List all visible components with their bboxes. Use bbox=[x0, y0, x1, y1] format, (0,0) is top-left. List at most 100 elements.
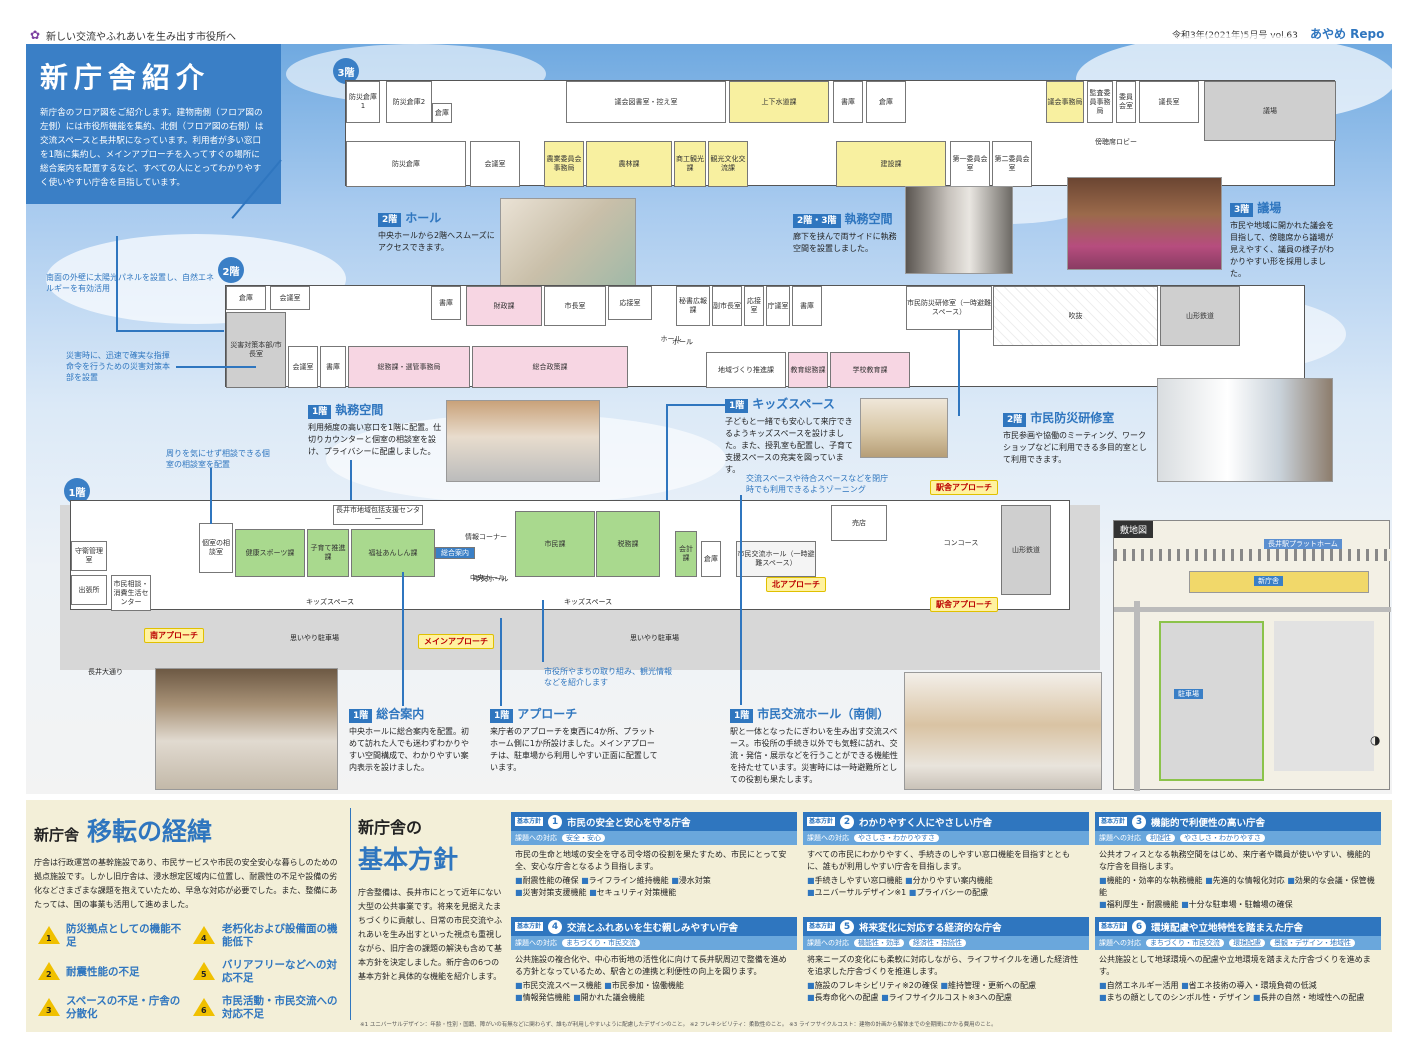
room-3f: 防災倉庫2 bbox=[386, 81, 432, 123]
room-3f: 会議室 bbox=[470, 141, 520, 187]
issue-num-4: 4 bbox=[201, 934, 207, 943]
room-1f: 中央ホール bbox=[473, 574, 509, 583]
south-approach: 南アプローチ bbox=[144, 628, 204, 643]
room-2f: 会議室 bbox=[270, 286, 310, 310]
room-2f: 災害対策本部/市長室 bbox=[226, 312, 286, 388]
issue-icon-2 bbox=[38, 962, 60, 980]
room-2f: 倉庫 bbox=[226, 286, 266, 310]
history-title: 移転の経緯 bbox=[87, 817, 213, 846]
intro-text: 新庁舎のフロア図をご紹介します。建物南側（フロア図の左側）には市役所機能を集約、… bbox=[40, 108, 264, 188]
issue-2: 耐震性能の不足 bbox=[66, 966, 140, 978]
room-1f: 市民交流ホール（一時避難スペース） bbox=[736, 541, 816, 577]
east-approach-1: 駅舎アプローチ bbox=[930, 480, 998, 495]
room-3f: 防災倉庫 bbox=[346, 141, 466, 187]
room-2f: 吹抜 bbox=[993, 286, 1158, 346]
label-hall-2f: ホール bbox=[672, 338, 693, 346]
note-tourism: 市役所やまちの取り組み、観光情報などを紹介します bbox=[544, 667, 672, 687]
label-walk-2: 思いやり駐車場 bbox=[630, 634, 679, 642]
floor-2-plan: 倉庫 会議室 書庫 財政課 市長室 応接室 秘書広報課 副市長室 応接室 庁議室… bbox=[225, 285, 1305, 388]
issue-6: 市民活動・市民交流への対応不足 bbox=[222, 995, 338, 1020]
room-1f: 福祉あんしん課 bbox=[351, 529, 435, 577]
caption-office-23f: 2階・3階執務空間 廊下を挟んで両サイドに執務空間を設置しました。 bbox=[793, 212, 897, 253]
room-3f: 監査委員事務局 bbox=[1087, 81, 1113, 123]
issue-num-6: 6 bbox=[201, 1006, 207, 1015]
room-3f: 上下水道課 bbox=[729, 81, 829, 123]
room-2f: 総合政策課 bbox=[472, 346, 628, 388]
note-zoning: 交流スペースや待合スペースなどを閉庁時でも利用できるようゾーニング bbox=[746, 474, 889, 494]
floor-2-label: 2階 bbox=[218, 257, 244, 283]
room-1f: 個室の相談室 bbox=[199, 523, 233, 573]
room-1f: 子育て推進課 bbox=[307, 529, 349, 577]
room-2f: 財政課 bbox=[466, 286, 542, 326]
floor-1-plan: 守衛管理室 個室の相談室 健康スポーツ課 子育て推進課 福祉あんしん課 税務課 … bbox=[70, 500, 1070, 611]
note-private-room: 周りを気にせず相談できる個室の相談室を配置 bbox=[166, 449, 270, 469]
issue-num-3: 3 bbox=[46, 1006, 52, 1015]
floor-1-label: 1階 bbox=[64, 478, 90, 504]
history-section: 新庁舎 移転の経緯 庁舎は行政運営の基幹施設であり、市民サービスや市民の安全安心… bbox=[34, 812, 344, 1027]
room-3f: 農林課 bbox=[586, 141, 672, 187]
policy-text: 庁舎整備は、長井市にとって近年にない大型の公共事業です。将来を見据えたまちづくり… bbox=[358, 888, 502, 981]
intro-box: 新庁舎紹介 新庁舎のフロア図をご紹介します。建物南側（フロア図の左側）には市役所… bbox=[26, 44, 281, 204]
room-2f: 応接室 bbox=[608, 286, 652, 320]
room-2f: 教育総務課 bbox=[788, 352, 828, 388]
photo-kids-space bbox=[860, 398, 948, 458]
room-2f: 書庫 bbox=[320, 346, 346, 388]
room-1f: 守衛管理室 bbox=[71, 541, 107, 571]
floor-3-plan: 防災倉庫1 防災倉庫2 倉庫 議会図書室・控え室 上下水道課 書庫 倉庫 議会事… bbox=[345, 80, 1336, 187]
room-3f: 議会図書室・控え室 bbox=[566, 81, 726, 123]
room-3f: 商工観光課 bbox=[674, 141, 706, 187]
platform-label: 長井駅プラットホーム bbox=[1264, 539, 1342, 549]
intro-title: 新庁舎紹介 bbox=[40, 61, 211, 94]
site-map-title: 敷地図 bbox=[1114, 521, 1154, 538]
main-approach: メインアプローチ bbox=[418, 634, 494, 649]
room-3f: 防災倉庫1 bbox=[346, 81, 380, 123]
room-2f: 市長室 bbox=[544, 286, 606, 326]
room-2f: 庁議室 bbox=[766, 286, 790, 326]
station-label: 新庁舎 bbox=[1254, 576, 1283, 586]
history-prefix: 新庁舎 bbox=[34, 826, 80, 844]
room-3f: 議場 bbox=[1204, 81, 1336, 141]
room-2f: 地域づくり推進課 bbox=[706, 352, 786, 388]
photo-office-1f bbox=[446, 400, 600, 482]
room-1f: 総合案内 bbox=[435, 547, 475, 559]
label-walk-1: 思いやり駐車場 bbox=[290, 634, 339, 642]
header-bar: ✿ 新しい交流やふれあいを生み出す市役所へ 令和3年(2021年)5月号 vol… bbox=[0, 0, 1417, 44]
room-1f: 山形鉄道 bbox=[1001, 505, 1051, 595]
issue-5: バリアフリーなどへの対応不足 bbox=[222, 959, 337, 984]
history-text: 庁舎は行政運営の基幹施設であり、市民サービスや市民の安全安心な暮らしのための拠点… bbox=[34, 858, 338, 909]
label-road: 長井大通り bbox=[88, 668, 123, 676]
room-3f: 議長室 bbox=[1139, 81, 1199, 123]
room-3f: 委員会室 bbox=[1116, 81, 1136, 123]
caption-hall-2f: 2階ホール 中央ホールから2階へスムーズにアクセスできます。 bbox=[378, 211, 495, 252]
note-disaster-hq: 災害時に、迅速で確実な指揮命令を行うための災害対策本部を設置 bbox=[66, 351, 170, 382]
photo-assembly-hall bbox=[1067, 177, 1222, 270]
slogan: 新しい交流やふれあいを生み出す市役所へ bbox=[46, 32, 236, 43]
room-3f: 建設課 bbox=[836, 141, 946, 187]
label-central-hall: 中央ホール bbox=[470, 574, 505, 582]
room-1f: 市民相談・消費生活センター bbox=[111, 575, 151, 611]
room-1f: 倉庫 bbox=[701, 541, 721, 577]
caption-approach: 1階アプローチ 来庁者のアプローチを東西に4か所、プラットホーム側に1か所設けま… bbox=[490, 707, 658, 772]
policy-intro: 新庁舎の 基本方針 庁舎整備は、長井市にとって近年にない大型の公共事業です。将来… bbox=[358, 814, 503, 984]
issue-num-5: 5 bbox=[201, 970, 207, 979]
north-approach: 北アプローチ bbox=[766, 577, 826, 592]
room-1f: 健康スポーツ課 bbox=[235, 529, 305, 577]
photo-exchange-hall bbox=[904, 672, 1102, 790]
policy-small: 新庁舎の bbox=[358, 818, 423, 837]
issue-3: スペースの不足・庁舎の分散化 bbox=[66, 995, 181, 1020]
issue-icon-4 bbox=[193, 926, 215, 944]
city-emblem-icon: ✿ bbox=[30, 28, 41, 42]
site-map: 敷地図 長井駅プラットホーム 新庁舎 駐車場 ◑ bbox=[1113, 520, 1391, 791]
room-3f: 傍聴席ロビー bbox=[1036, 136, 1196, 148]
room-1f: 税務課 bbox=[596, 511, 660, 577]
photo-info-desk bbox=[155, 668, 338, 790]
room-3f: 倉庫 bbox=[432, 103, 452, 123]
room-2f: 総務課・選管事務局 bbox=[348, 346, 470, 388]
room-1f: 会計課 bbox=[675, 531, 697, 577]
policy-title: 基本方針 bbox=[358, 845, 459, 874]
room-2f: 副市長室 bbox=[712, 286, 742, 326]
photo-hall-2f bbox=[500, 198, 636, 288]
